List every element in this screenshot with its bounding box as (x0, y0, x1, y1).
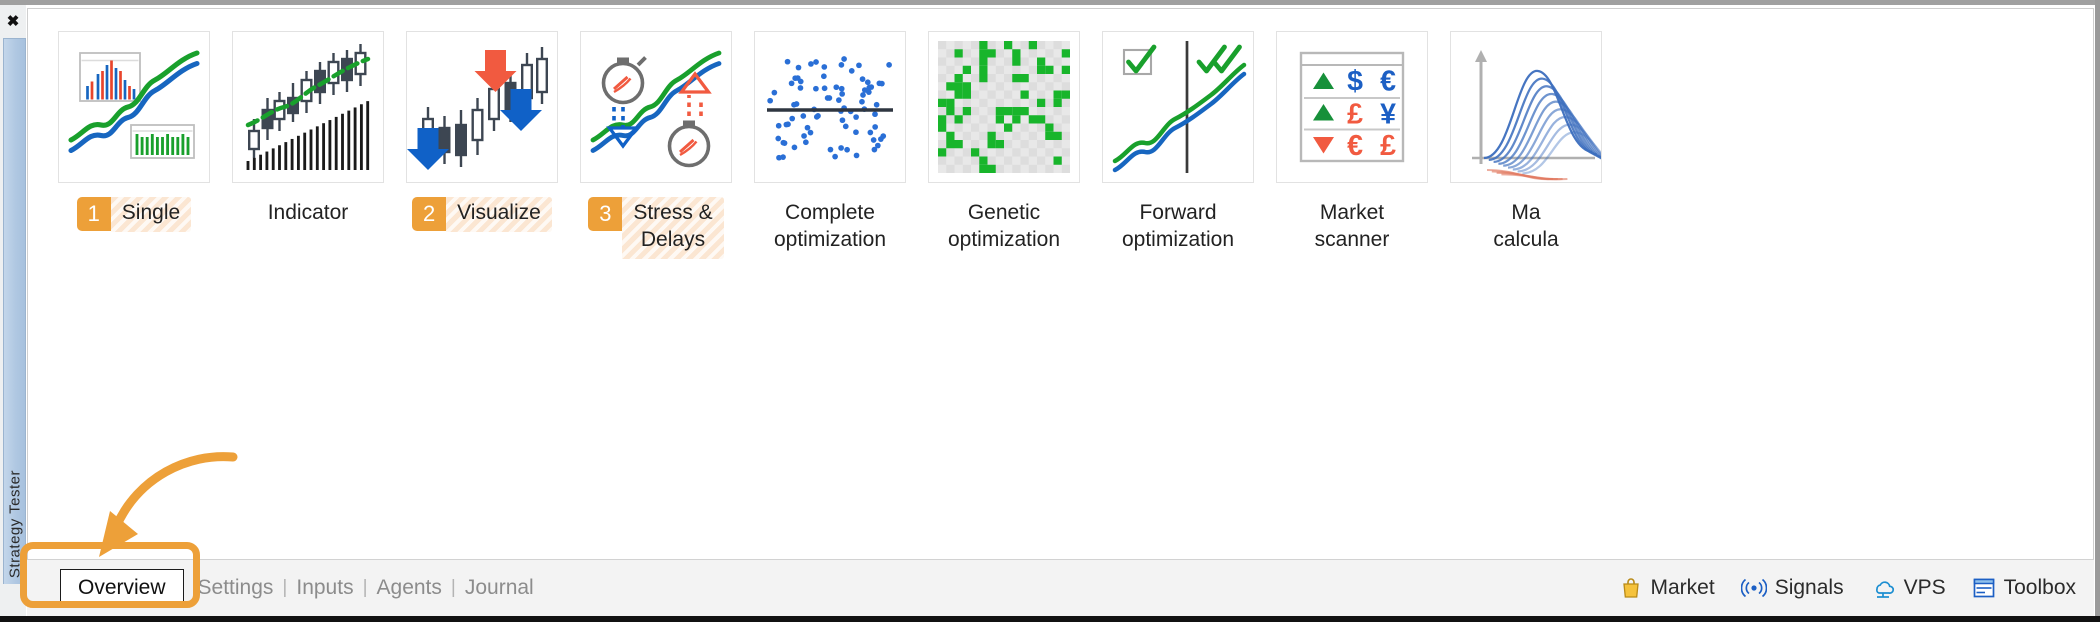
mode-card[interactable]: $€£¥€£Market scanner (1276, 31, 1428, 259)
mode-label: Ma calcula (1493, 201, 1559, 251)
overview-panel: 1 Single Indicator 2 Visualize 3 Stress & Dela… (27, 8, 2094, 616)
close-icon[interactable]: ✖ (6, 13, 20, 30)
mode-label-box: Indicator (262, 197, 355, 232)
mode-caption: 3 Stress & Delays (588, 197, 724, 259)
tab-separator: | (282, 577, 288, 598)
svg-text:¥: ¥ (1380, 99, 1396, 131)
mode-label: Single (121, 201, 181, 224)
single-test-chart-icon[interactable] (58, 31, 210, 183)
mode-label: Visualize (457, 201, 541, 224)
bottom-tabstrip: Overview Settings | Inputs | Agents | Journal M… (27, 559, 2094, 616)
status-item-toolbox[interactable]: Toolbox (1972, 576, 2076, 600)
mode-label-box: Market scanner (1276, 197, 1428, 259)
mode-card[interactable]: Indicator (232, 31, 384, 232)
scatter-optimization-icon[interactable] (754, 31, 906, 183)
mode-label-box: Genetic optimization (942, 197, 1066, 259)
tab-overview[interactable]: Overview (60, 568, 184, 608)
market-bag-icon (1619, 576, 1643, 600)
tab-agents[interactable]: Agents (376, 576, 442, 599)
svg-text:$: $ (1347, 66, 1363, 98)
step-number-badge: 1 (76, 197, 111, 231)
toolbox-panel-icon (1972, 577, 1996, 599)
mode-label: Genetic optimization (947, 201, 1061, 251)
visualize-arrows-candles-icon[interactable] (406, 31, 558, 183)
svg-text:£: £ (1347, 99, 1363, 131)
mode-card[interactable]: 3 Stress & Delays (580, 31, 732, 259)
mode-gallery: 1 Single Indicator 2 Visualize 3 Stress & Dela… (58, 31, 1602, 259)
mode-caption: Forward optimization (1116, 197, 1240, 259)
market-scanner-table-icon[interactable]: $€£¥€£ (1276, 31, 1428, 183)
mode-caption: 2 Visualize (412, 197, 552, 232)
mode-label-box: Single (110, 197, 192, 232)
window-right-border (2095, 0, 2100, 622)
genetic-grid-icon[interactable] (928, 31, 1080, 183)
signals-broadcast-icon (1740, 577, 1767, 599)
status-item-market[interactable]: Market (1619, 576, 1715, 600)
math-surface-icon[interactable] (1450, 31, 1602, 183)
left-dock: ✖ Strategy Tester (0, 5, 26, 616)
tab-inputs[interactable]: Inputs (296, 576, 354, 599)
indicator-candles-icon[interactable] (232, 31, 384, 183)
tab-separator: | (362, 577, 368, 598)
tab-settings[interactable]: Settings (197, 576, 274, 599)
forward-split-chart-icon[interactable] (1102, 31, 1254, 183)
mode-card[interactable]: 1 Single (58, 31, 210, 232)
mode-label: Complete optimization (773, 201, 887, 251)
mode-caption: Market scanner (1276, 197, 1428, 259)
status-item-signals[interactable]: Signals (1740, 576, 1844, 600)
step-number-badge: 2 (412, 197, 447, 231)
pointer-arrow-icon (99, 452, 238, 557)
window-bottom-border (0, 616, 2100, 622)
tester-tabs: Overview Settings | Inputs | Agents | Journal (27, 568, 534, 608)
mode-card[interactable]: Ma calcula (1450, 31, 1602, 259)
mode-card[interactable]: Forward optimization (1102, 31, 1254, 259)
mode-card[interactable]: 2 Visualize (406, 31, 558, 232)
status-bar: Market Signals VPS Toolbox (1619, 576, 2076, 600)
mode-caption: Ma calcula (1487, 197, 1564, 259)
mode-label-box: Forward optimization (1116, 197, 1240, 259)
status-item-label: Signals (1774, 576, 1844, 599)
sidebar-tab-strategy-tester[interactable]: Strategy Tester (3, 38, 26, 584)
mode-card[interactable]: Genetic optimization (928, 31, 1080, 259)
vps-cloud-icon (1870, 576, 1896, 600)
stopwatch-delays-icon[interactable] (580, 31, 732, 183)
mode-caption: 1 Single (76, 197, 192, 232)
mode-caption: Complete optimization (768, 197, 892, 259)
mode-label: Stress & Delays (633, 201, 713, 251)
tab-separator: | (450, 577, 456, 598)
mode-label: Indicator (267, 201, 349, 224)
svg-text:€: € (1380, 66, 1396, 98)
mode-caption: Indicator (262, 197, 355, 232)
sidebar-tab-label: Strategy Tester (6, 469, 23, 578)
svg-text:€: € (1347, 130, 1363, 162)
mode-card[interactable]: Complete optimization (754, 31, 906, 259)
mode-label-box: Visualize (446, 197, 552, 232)
status-item-vps[interactable]: VPS (1870, 576, 1946, 600)
status-item-label: Toolbox (2003, 576, 2076, 599)
status-item-label: Market (1650, 576, 1715, 599)
tab-journal[interactable]: Journal (464, 576, 534, 599)
mode-label: Forward optimization (1121, 201, 1235, 251)
window-top-border (0, 0, 2100, 5)
step-number-badge: 3 (588, 197, 623, 231)
mode-label-box: Stress & Delays (622, 197, 724, 259)
mode-label-box: Complete optimization (768, 197, 892, 259)
mode-label: Market scanner (1314, 201, 1390, 251)
mode-caption: Genetic optimization (942, 197, 1066, 259)
mode-label-box: Ma calcula (1487, 197, 1564, 259)
svg-text:£: £ (1380, 130, 1396, 162)
status-item-label: VPS (1903, 576, 1946, 599)
